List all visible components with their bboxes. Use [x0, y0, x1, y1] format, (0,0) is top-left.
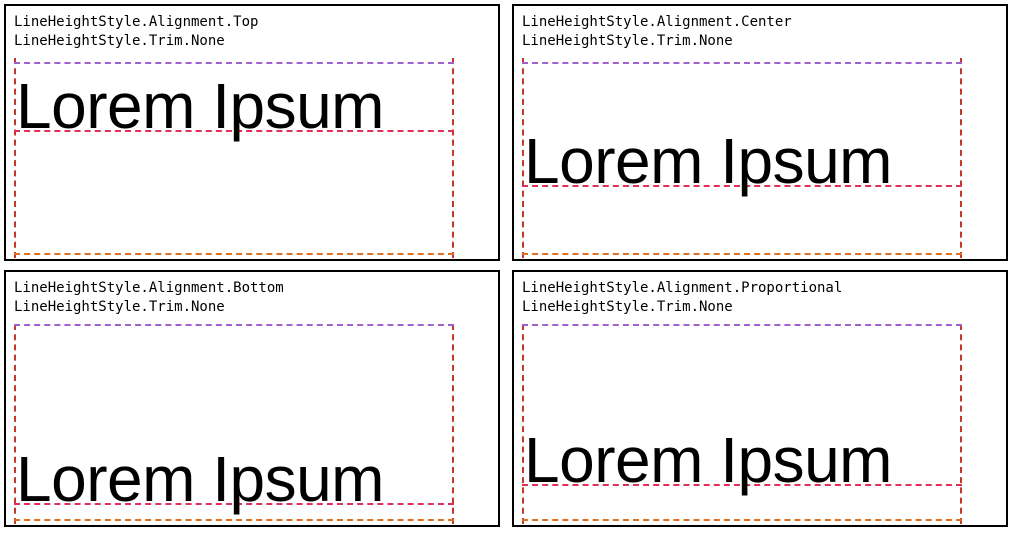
line-bottom-guide [522, 253, 962, 255]
panel-alignment-bottom: LineHeightStyle.Alignment.Bottom LineHei… [4, 270, 500, 527]
baseline-guide [14, 130, 454, 132]
panel-alignment-top: LineHeightStyle.Alignment.Top LineHeight… [4, 4, 500, 261]
baseline-guide [522, 484, 962, 486]
panel-alignment-center: LineHeightStyle.Alignment.Center LineHei… [512, 4, 1008, 261]
line-bottom-guide [14, 253, 454, 255]
alignment-label: LineHeightStyle.Alignment.Top [14, 14, 259, 30]
left-guide-line [522, 58, 524, 258]
alignment-label: LineHeightStyle.Alignment.Center [522, 14, 792, 30]
sample-text: Lorem Ipsum [16, 70, 384, 142]
trim-label: LineHeightStyle.Trim.None [14, 33, 225, 49]
line-top-guide [14, 324, 454, 326]
alignment-label: LineHeightStyle.Alignment.Proportional [522, 280, 843, 296]
trim-label: LineHeightStyle.Trim.None [522, 299, 733, 315]
line-top-guide [522, 62, 962, 64]
alignment-label: LineHeightStyle.Alignment.Bottom [14, 280, 284, 296]
right-guide-line [452, 324, 454, 524]
sample-text: Lorem Ipsum [16, 443, 384, 515]
sample-text: Lorem Ipsum [524, 424, 892, 496]
baseline-guide [14, 503, 454, 505]
panel-label: LineHeightStyle.Alignment.Center LineHei… [522, 13, 792, 51]
trim-label: LineHeightStyle.Trim.None [522, 33, 733, 49]
left-guide-line [522, 324, 524, 524]
left-guide-line [14, 58, 16, 258]
panel-label: LineHeightStyle.Alignment.Top LineHeight… [14, 13, 258, 51]
line-bottom-guide [522, 519, 962, 521]
baseline-guide [522, 185, 962, 187]
panel-label: LineHeightStyle.Alignment.Bottom LineHei… [14, 279, 284, 317]
trim-label: LineHeightStyle.Trim.None [14, 299, 225, 315]
line-top-guide [14, 62, 454, 64]
sample-text: Lorem Ipsum [524, 125, 892, 197]
right-guide-line [452, 58, 454, 258]
right-guide-line [960, 324, 962, 524]
panel-label: LineHeightStyle.Alignment.Proportional L… [522, 279, 842, 317]
left-guide-line [14, 324, 16, 524]
line-bottom-guide [14, 519, 454, 521]
panel-alignment-proportional: LineHeightStyle.Alignment.Proportional L… [512, 270, 1008, 527]
line-top-guide [522, 324, 962, 326]
right-guide-line [960, 58, 962, 258]
